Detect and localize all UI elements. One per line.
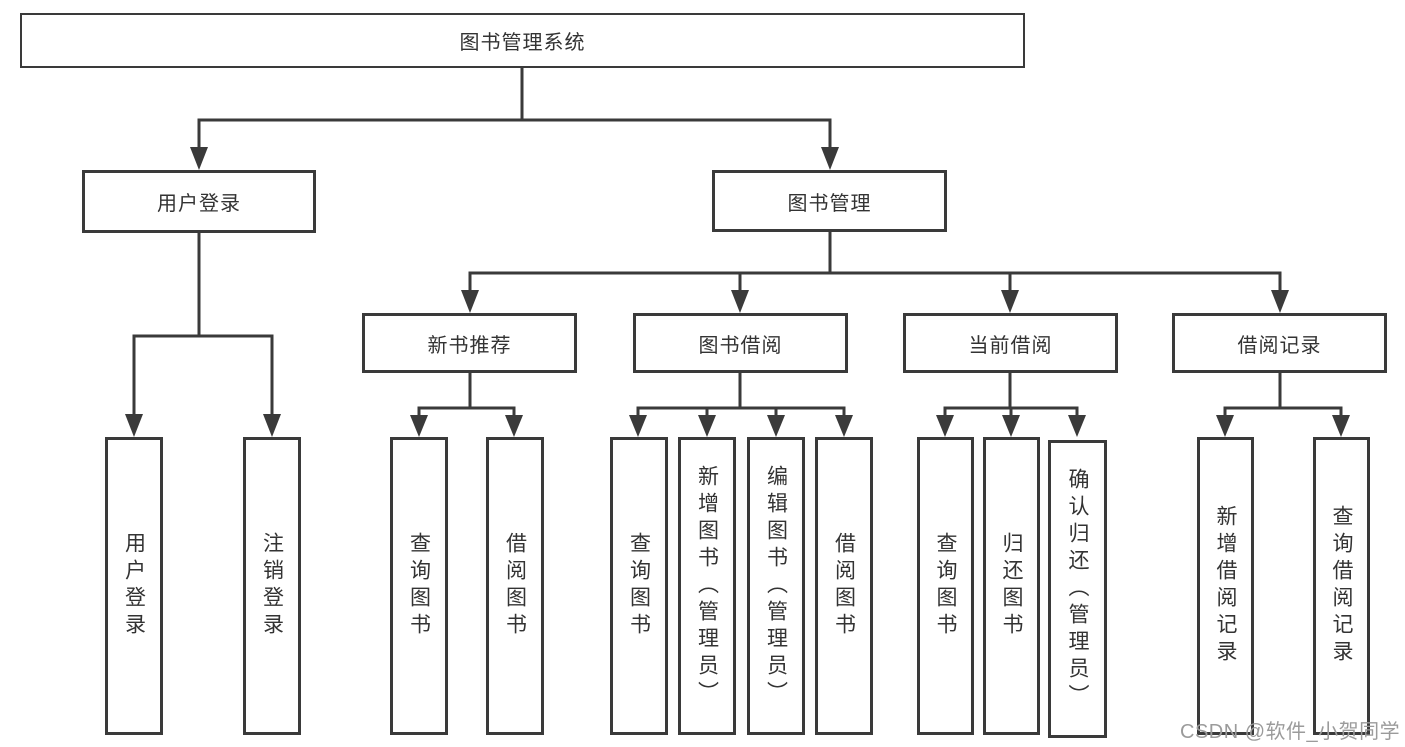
node-user-login: 用户登录 [82,170,316,233]
node-label: 注销登录 [260,532,284,640]
connector-new-book-to-leaves [410,371,523,437]
node-label: 图书管理系统 [459,32,586,54]
node-label: 图书借阅 [698,334,783,357]
leaf-query-borrow-record: 查询借阅记录 [1313,437,1370,735]
node-label: 查询图书 [407,532,431,640]
node-label: 用户登录 [157,193,241,215]
leaf-query-books-borrow: 查询图书 [610,437,668,735]
connector-root-to-level2 [190,66,839,170]
node-borrow-records: 借阅记录 [1172,313,1387,373]
node-book-management: 图书管理 [712,170,947,232]
leaf-borrow-books: 借阅图书 [815,437,873,735]
node-label: 借阅图书 [832,532,856,640]
leaf-query-books-recommend: 查询图书 [390,437,448,735]
node-label: 新增图书（管理员） [695,464,719,708]
connector-user-login-to-leaves [125,231,281,437]
node-label: 编辑图书（管理员） [764,464,788,708]
node-label: 借阅图书 [503,532,527,640]
leaf-add-book-admin: 新增图书（管理员） [678,437,736,735]
node-new-book-recommend: 新书推荐 [362,313,577,373]
node-library-management-system: 图书管理系统 [20,13,1025,68]
node-label: 查询图书 [934,532,957,640]
csdn-watermark: CSDN @软件_小贺同学 [1180,721,1401,743]
leaf-add-borrow-record: 新增借阅记录 [1197,437,1254,735]
node-label: 用户登录 [122,532,146,640]
leaf-logout: 注销登录 [243,437,301,735]
leaf-confirm-return-admin: 确认归还（管理员） [1048,440,1107,738]
node-label: 借阅记录 [1237,334,1322,357]
connector-book-borrow-to-leaves [629,371,853,437]
node-label: 确认归还（管理员） [1066,467,1089,711]
node-label: 新增借阅记录 [1214,505,1237,667]
node-current-borrow: 当前借阅 [903,313,1118,373]
connector-book-mgmt-to-level3 [461,230,1289,313]
connector-current-borrow-to-leaves [936,371,1086,437]
leaf-edit-book-admin: 编辑图书（管理员） [747,437,805,735]
leaf-query-books-current: 查询图书 [917,437,974,735]
leaf-borrow-books-recommend: 借阅图书 [486,437,544,735]
node-label: 新书推荐 [427,334,512,357]
node-book-borrow: 图书借阅 [633,313,848,373]
node-label: 查询图书 [627,532,651,640]
node-label: 图书管理 [787,192,872,215]
leaf-return-books: 归还图书 [983,437,1040,735]
node-label: 归还图书 [1000,532,1023,640]
node-label: 当前借阅 [968,334,1053,357]
node-label: 查询借阅记录 [1330,505,1353,667]
connector-borrow-records-to-leaves [1216,371,1350,437]
leaf-user-login: 用户登录 [105,437,163,735]
